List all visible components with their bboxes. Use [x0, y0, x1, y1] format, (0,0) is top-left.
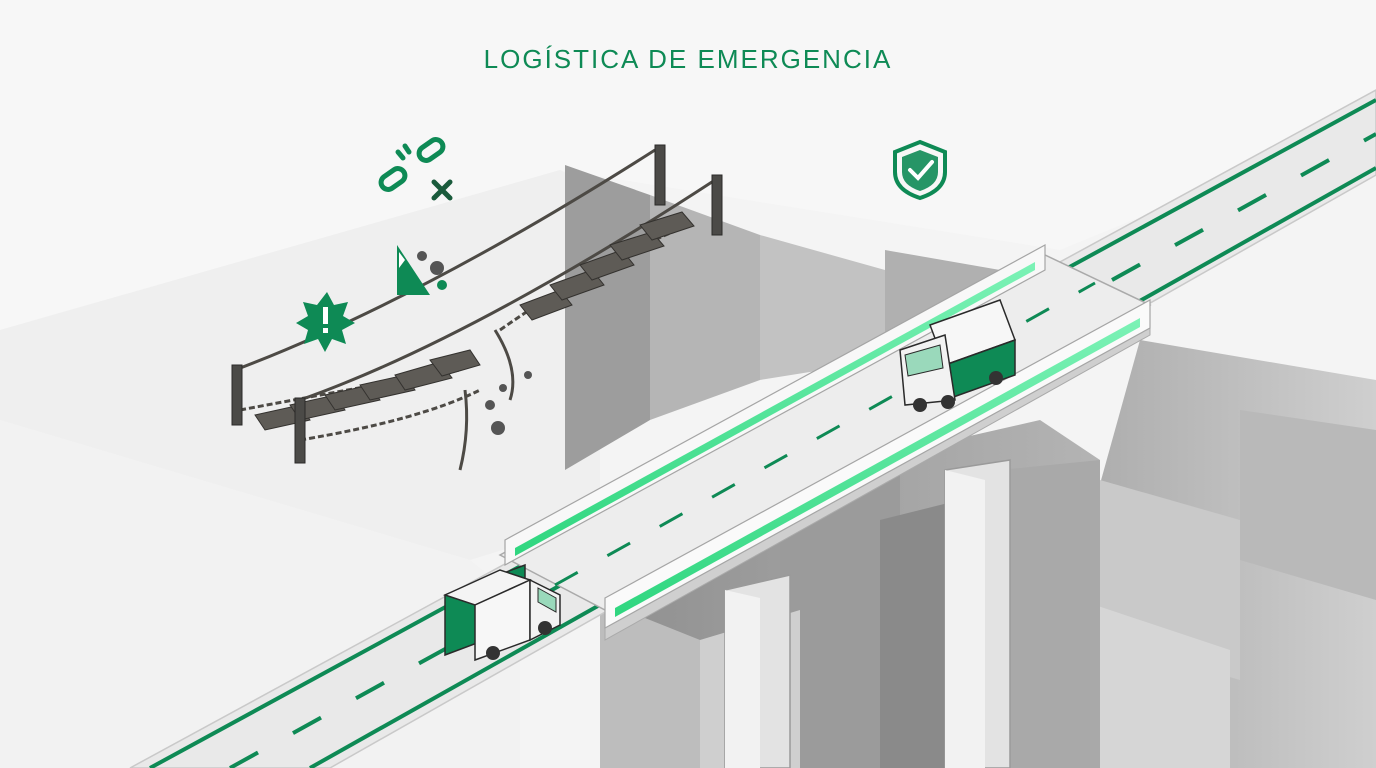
rope-bridge-posts — [231, 144, 723, 464]
rockfall-icon — [397, 245, 447, 295]
truck-front — [442, 563, 561, 662]
falling-debris — [485, 371, 532, 435]
bridge-pillars — [724, 459, 1011, 768]
shield-check-icon — [893, 139, 947, 201]
alert-burst-icon — [296, 292, 355, 352]
truck-back — [899, 299, 1016, 412]
page-title: LOGÍSTICA DE EMERGENCIA — [483, 44, 893, 74]
broken-chain-icon — [378, 137, 453, 201]
